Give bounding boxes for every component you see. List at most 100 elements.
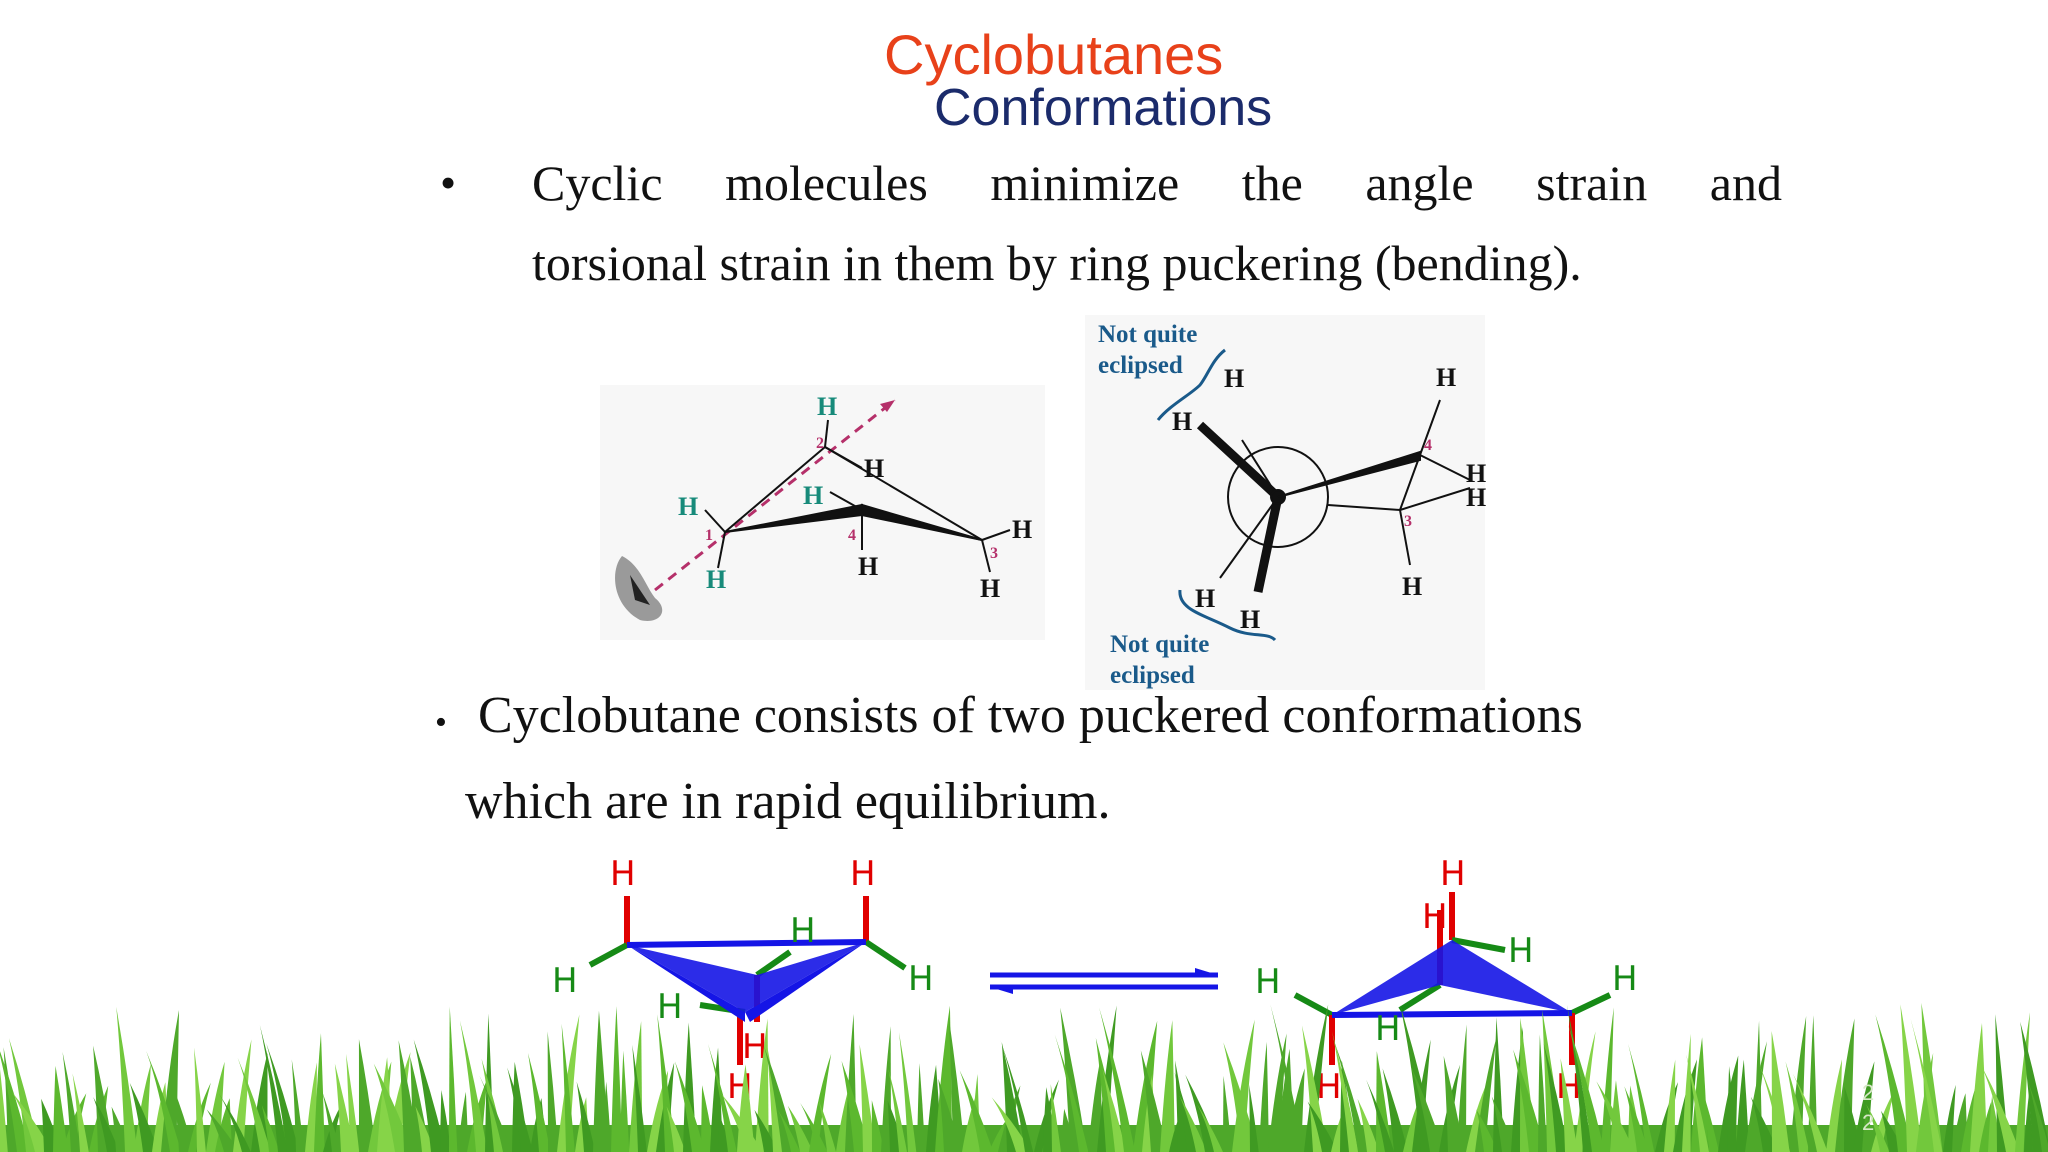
grass-blade <box>1759 1064 1791 1152</box>
grass-blade <box>251 1052 268 1152</box>
grass-blade <box>53 1065 68 1152</box>
grass-blade <box>1691 1037 1709 1152</box>
bullet-marker: • <box>435 704 447 741</box>
grass-blade <box>129 1082 159 1152</box>
grass-blade <box>440 1089 452 1152</box>
grass-blade <box>1366 1079 1395 1152</box>
grass-blade <box>2020 1021 2048 1152</box>
grass-blade <box>93 1097 120 1152</box>
grass-blade <box>632 1044 647 1152</box>
grass-blade <box>1943 1084 1956 1152</box>
grass-blade <box>1268 1033 1287 1152</box>
grass-blade <box>12 1092 53 1152</box>
grass-blade <box>778 1110 801 1152</box>
grass-blade <box>1410 1065 1444 1152</box>
grass-blade <box>459 1020 488 1152</box>
atom-h: H <box>1508 931 1534 971</box>
grass-blade <box>218 1093 251 1152</box>
grass-blade <box>1664 1059 1676 1152</box>
grass-blade <box>1921 1002 1943 1152</box>
grass-blade <box>1750 1096 1778 1152</box>
grass-blade <box>413 1039 446 1152</box>
atom-h: H <box>1255 962 1281 1002</box>
grass-blade <box>1686 1054 1710 1152</box>
grass-blade <box>800 1103 828 1152</box>
slide-subtitle: Conformations <box>934 79 1273 137</box>
grass-blade <box>1160 1020 1175 1152</box>
atom-h: H <box>980 574 1000 603</box>
atom-h: H <box>657 987 683 1027</box>
conformer-left <box>588 896 907 1065</box>
viewing-axis-arrow <box>654 398 896 592</box>
figure2-annotations: Not quite eclipsed Not quite eclipsed <box>1098 321 1277 689</box>
grass-blade <box>576 1081 596 1152</box>
atom-h: H <box>706 565 726 594</box>
atom-h: H <box>1195 584 1215 613</box>
grass-blade <box>322 1091 341 1152</box>
grass-blade <box>458 1091 469 1152</box>
grass-blade <box>1628 1043 1655 1152</box>
figure2-atom-labels: H H H H H H H H 4 3 <box>1172 363 1486 634</box>
grass-blade <box>373 1063 413 1152</box>
grass-blade <box>561 1023 575 1152</box>
atom-h: H <box>610 854 636 894</box>
atom-h: H <box>908 959 934 999</box>
annotation-text: eclipsed <box>1110 662 1195 689</box>
grass-blade <box>547 1031 559 1152</box>
annotation-text: eclipsed <box>1098 352 1183 379</box>
annotation-text: Not quite <box>1098 321 1197 348</box>
grass-blade <box>237 1057 271 1152</box>
grass-blade <box>859 1044 876 1152</box>
grass-blade <box>507 1067 533 1152</box>
grass-blade <box>0 1069 8 1152</box>
grass-blade <box>959 1070 994 1152</box>
atom-h: H <box>817 392 837 421</box>
atom-h: H <box>1612 959 1638 999</box>
bullet2-line1: Cyclobutane consists of two puckered con… <box>478 687 1583 744</box>
grass-blade <box>721 1093 763 1152</box>
grass-blade <box>1785 1061 1810 1152</box>
grass-blade <box>1270 1004 1304 1152</box>
grass-blade <box>1560 1058 1578 1152</box>
atom-h: H <box>1466 483 1486 512</box>
grass-blade <box>1102 1069 1127 1152</box>
atom-h: H <box>1422 897 1448 937</box>
atom-h: H <box>1402 572 1422 601</box>
grass-blade <box>62 1051 81 1152</box>
figure2-background <box>1085 315 1485 690</box>
grass-blade <box>1223 1075 1232 1152</box>
grass-blade <box>1875 1014 1913 1152</box>
atom-h: H <box>1440 854 1466 894</box>
grass-blade <box>1866 1104 1890 1152</box>
grass-blade <box>2024 1094 2034 1152</box>
atom-h: H <box>1436 363 1456 392</box>
atom-h: H <box>1240 605 1260 634</box>
carbon-number: 3 <box>990 545 998 562</box>
grass-blade <box>674 1061 705 1152</box>
grass-blade <box>1332 1031 1359 1152</box>
grass-blade <box>1223 1042 1259 1152</box>
grass-blade <box>917 1063 926 1152</box>
grass-blade <box>259 1025 288 1152</box>
grass-blade <box>449 1006 458 1152</box>
grass-blade <box>1457 1024 1467 1152</box>
grass-blade <box>93 1045 114 1152</box>
atom-h: H <box>552 961 578 1001</box>
grass-blade <box>1970 1023 1988 1152</box>
grass-blade <box>1179 1095 1207 1152</box>
grass-blade <box>1376 1051 1392 1152</box>
grass-blade <box>72 1073 89 1152</box>
grass-blade <box>620 1050 630 1152</box>
atom-h: H <box>1224 364 1244 393</box>
grass-blade <box>1249 1084 1259 1152</box>
grass-blade <box>787 1105 813 1152</box>
grass-blade <box>602 1081 612 1152</box>
atom-h: H <box>790 911 816 951</box>
atom-h: H <box>858 552 878 581</box>
grass-blade <box>1088 1056 1102 1152</box>
eye-icon <box>615 556 663 621</box>
grass-blade <box>1099 1007 1136 1152</box>
grass-blade <box>377 1057 393 1152</box>
